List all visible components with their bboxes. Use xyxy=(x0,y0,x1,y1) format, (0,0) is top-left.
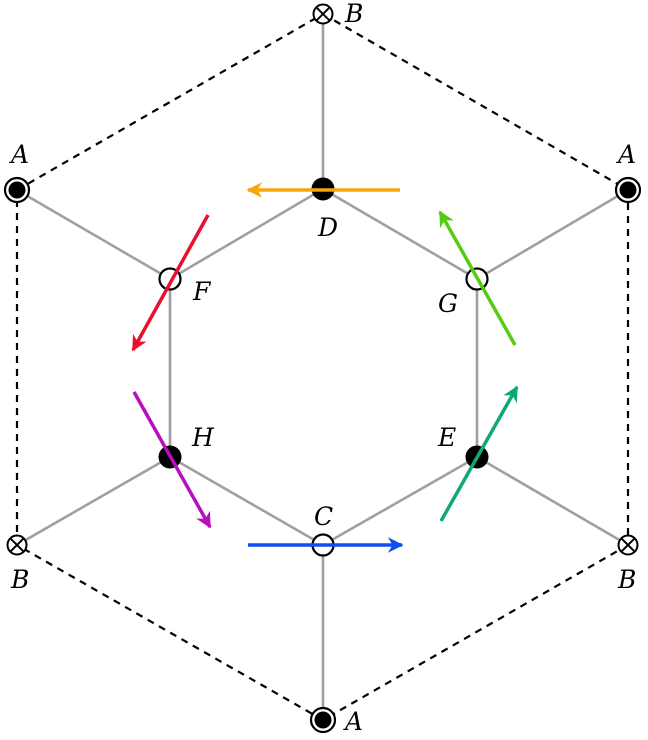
label-a-right: A xyxy=(616,140,636,169)
bond xyxy=(169,455,324,547)
cell-boundary xyxy=(15,13,630,721)
site-a-marker xyxy=(309,706,337,734)
label-g: G xyxy=(438,289,458,318)
site-b-marker xyxy=(312,3,334,25)
label-c: C xyxy=(314,502,333,531)
site-markers xyxy=(3,3,642,734)
site-labels: B A A D F G H E C B B A xyxy=(9,0,636,736)
label-b-right: B xyxy=(617,565,636,594)
spin-arrow-h xyxy=(132,391,212,529)
boundary-edge xyxy=(16,544,324,721)
site-a-marker xyxy=(614,176,642,204)
bond xyxy=(169,187,324,281)
site-a-marker xyxy=(3,176,31,204)
label-b-top: B xyxy=(344,0,363,28)
bond xyxy=(16,188,171,281)
bonds xyxy=(16,14,629,720)
label-h: H xyxy=(191,423,215,452)
boundary-edge xyxy=(322,13,629,191)
bond xyxy=(322,455,478,547)
label-f: F xyxy=(192,277,212,306)
site-b-marker xyxy=(6,534,28,556)
label-e: E xyxy=(437,423,456,452)
label-a-bottom: A xyxy=(343,707,363,736)
bond xyxy=(16,455,171,547)
spin-arrow-e xyxy=(439,385,519,522)
label-d: D xyxy=(317,213,338,242)
bond xyxy=(476,188,629,281)
boundary-edge xyxy=(16,13,324,191)
boundary-edge xyxy=(322,544,629,721)
bond xyxy=(322,187,478,281)
spin-arrows xyxy=(131,182,519,553)
label-b-left: B xyxy=(10,565,29,594)
label-a-left: A xyxy=(9,140,29,169)
spin-arrow-f xyxy=(131,214,210,352)
bond xyxy=(476,455,629,547)
spin-arrow-g xyxy=(438,210,517,346)
site-b-marker xyxy=(617,534,639,556)
